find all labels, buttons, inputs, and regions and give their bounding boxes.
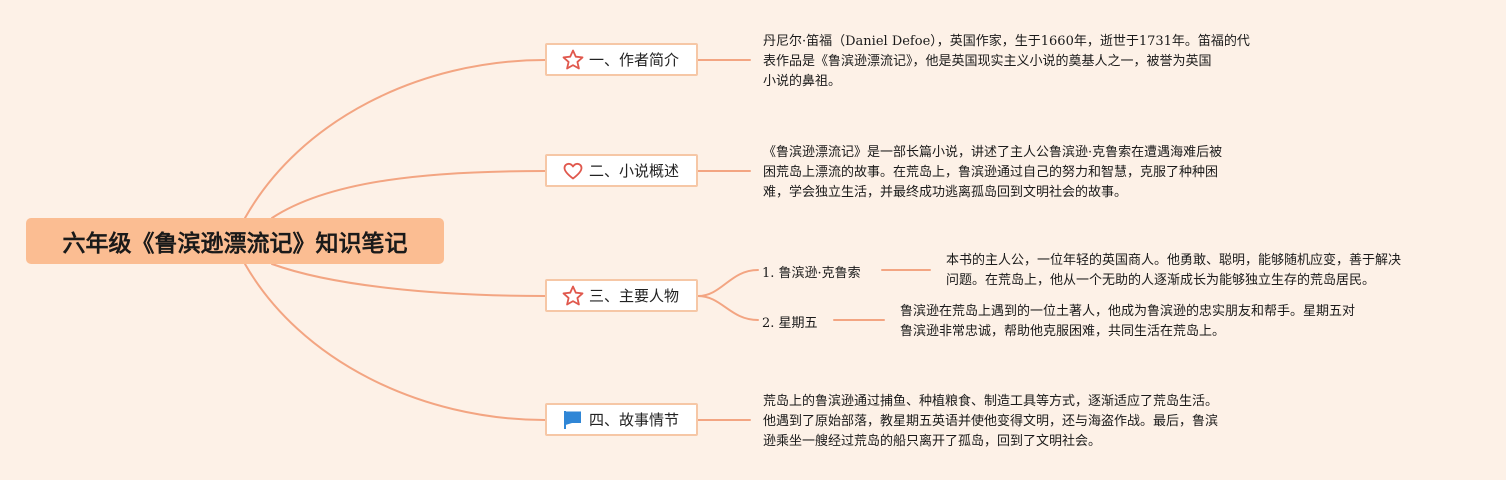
topic-plot[interactable]: 四、故事情节 bbox=[545, 403, 698, 436]
subtopic-note-robinson: 本书的主人公，一位年轻的英国商人。他勇敢、聪明，能够随机应变，善于解决 问题。在… bbox=[946, 251, 1401, 291]
child-line-1 bbox=[697, 269, 759, 297]
heart-icon bbox=[561, 159, 585, 183]
subtopic-robinson[interactable]: 1. 鲁滨逊·克鲁索 bbox=[762, 266, 861, 281]
note-line: 本书的主人公，一位年轻的英国商人。他勇敢、聪明，能够随机应变，善于解决 bbox=[946, 253, 1402, 268]
note-line: 困荒岛上漂流的故事。在荒岛上，鲁滨逊通过自己的努力和智慧，克服了种种困 bbox=[763, 165, 1219, 180]
topic-label: 四、故事情节 bbox=[589, 411, 680, 429]
branch-line-2 bbox=[271, 170, 546, 219]
topic-label: 一、作者简介 bbox=[589, 51, 680, 69]
note-line: 丹尼尔·笛福（Daniel Defoe），英国作家，生于1660年，逝世于173… bbox=[763, 34, 1250, 49]
branch-line-3 bbox=[271, 263, 546, 297]
topic-main-characters[interactable]: 三、主要人物 bbox=[545, 279, 698, 312]
subtopic-friday[interactable]: 2. 星期五 bbox=[762, 316, 818, 331]
root-title[interactable]: 六年级《鲁滨逊漂流记》知识笔记 bbox=[26, 218, 444, 264]
topic-novel-overview[interactable]: 二、小说概述 bbox=[545, 154, 698, 187]
topic-label: 三、主要人物 bbox=[589, 287, 680, 305]
note-line: 表作品是《鲁滨逊漂流记》，他是英国现实主义小说的奠基人之一，被誉为英国 bbox=[763, 54, 1212, 69]
topic-author-intro[interactable]: 一、作者简介 bbox=[545, 43, 698, 76]
star-icon bbox=[561, 48, 585, 72]
topic-label: 二、小说概述 bbox=[589, 162, 680, 180]
flag-icon bbox=[561, 408, 585, 432]
note-line: 鲁滨逊在荒岛上遇到的一位土著人，他成为鲁滨逊的忠实朋友和帮手。星期五对 bbox=[900, 304, 1356, 319]
note-line: 逊乘坐一艘经过荒岛的船只离开了孤岛，回到了文明社会。 bbox=[763, 434, 1102, 449]
note-line: 鲁滨逊非常忠诚，帮助他克服困难，共同生活在荒岛上。 bbox=[900, 324, 1226, 339]
note-line: 他遇到了原始部落，教星期五英语并使他变得文明，还与海盗作战。最后，鲁滨 bbox=[763, 414, 1219, 429]
topic-note-overview: 《鲁滨逊漂流记》是一部长篇小说，讲述了主人公鲁滨逊·克鲁索在遭遇海难后被 困荒岛… bbox=[763, 143, 1222, 203]
star-icon bbox=[561, 284, 585, 308]
branch-line-4 bbox=[244, 263, 546, 421]
note-line: 小说的鼻祖。 bbox=[763, 74, 842, 89]
note-line: 难，学会独立生活，并最终成功逃离孤岛回到文明社会的故事。 bbox=[763, 185, 1128, 200]
subtopic-note-friday: 鲁滨逊在荒岛上遇到的一位土著人，他成为鲁滨逊的忠实朋友和帮手。星期五对 鲁滨逊非… bbox=[900, 302, 1355, 342]
branch-line-1 bbox=[244, 59, 546, 219]
note-line: 问题。在荒岛上，他从一个无助的人逐渐成长为能够独立生存的荒岛居民。 bbox=[946, 273, 1376, 288]
child-line-2 bbox=[697, 295, 759, 321]
topic-note-plot: 荒岛上的鲁滨逊通过捕鱼、种植粮食、制造工具等方式，逐渐适应了荒岛生活。 他遇到了… bbox=[763, 392, 1218, 452]
note-line: 荒岛上的鲁滨逊通过捕鱼、种植粮食、制造工具等方式，逐渐适应了荒岛生活。 bbox=[763, 394, 1219, 409]
note-line: 《鲁滨逊漂流记》是一部长篇小说，讲述了主人公鲁滨逊·克鲁索在遭遇海难后被 bbox=[763, 145, 1223, 160]
topic-note-author: 丹尼尔·笛福（Daniel Defoe），英国作家，生于1660年，逝世于173… bbox=[763, 32, 1250, 92]
